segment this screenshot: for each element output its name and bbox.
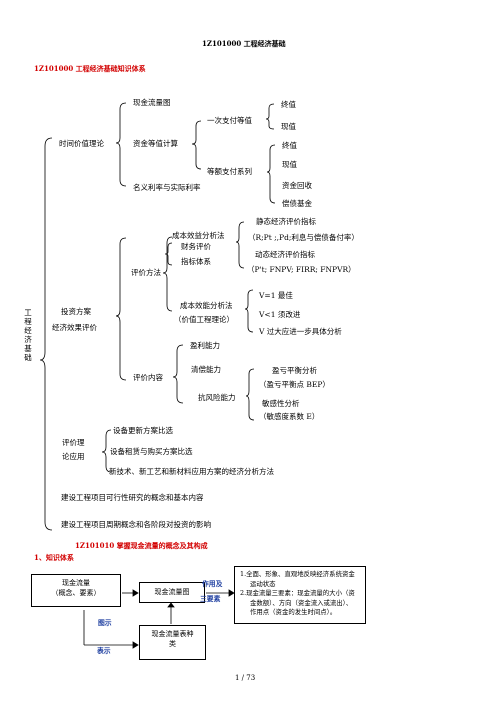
arrow-head-3 bbox=[132, 641, 139, 649]
profitability-item: 盈利能力 bbox=[190, 341, 220, 350]
v-eq-1-item: V=1 最佳 bbox=[259, 291, 293, 300]
single-fv-item: 终值 bbox=[281, 100, 296, 109]
cost-benefit-brace bbox=[164, 242, 173, 266]
uniform-series-item: 等额支付系列 bbox=[207, 167, 252, 176]
table-label: 表示 bbox=[97, 647, 111, 655]
content-brace bbox=[172, 344, 184, 404]
evaluation-label-1: 投资方案 bbox=[61, 307, 91, 316]
single-payment-item: 一次支付等值 bbox=[207, 116, 252, 125]
series-brace bbox=[266, 144, 276, 204]
application-label-1: 评价理 bbox=[62, 438, 85, 447]
dynamic-indicators-item: 动态经济评价指标 bbox=[255, 250, 315, 259]
feasibility-item: 建设工程项目可行性研究的概念和基本内容 bbox=[61, 493, 204, 502]
cash-flow-chart-item: 现金流量图 bbox=[133, 98, 171, 107]
v-lt-1-item: V<1 须改进 bbox=[259, 310, 301, 319]
subsection-heading: 1Z101010 掌握现金流量的概念及其构成 bbox=[75, 541, 208, 550]
static-detail-item: （R;Pt ;,Pd;利息与偿债备付率） bbox=[248, 233, 359, 242]
sensitivity-coef-item: （敏感度系数 E） bbox=[259, 412, 320, 421]
evaluation-brace bbox=[115, 237, 127, 381]
sinking-fund-item: 偿债基金 bbox=[282, 199, 312, 208]
root-brace bbox=[39, 137, 53, 531]
equivalence-brace bbox=[191, 120, 202, 170]
arrow-head-4 bbox=[167, 602, 175, 608]
cost-benefit-item: 成本效益分析法 bbox=[172, 231, 225, 240]
bep-item: （盈亏平衡点 BEP） bbox=[259, 380, 330, 389]
cash-flow-table-box: 现金流量表种 类 bbox=[139, 625, 206, 660]
equipment-leasing-item: 设备租赁与购买方案比选 bbox=[110, 447, 193, 456]
three-elements-label: 三要素 bbox=[200, 595, 221, 603]
application-brace bbox=[101, 429, 112, 473]
tvm-label: 时间价值理论 bbox=[59, 139, 104, 148]
dynamic-detail-item: （P't; FNPV; FIRR; FNPVR） bbox=[247, 265, 356, 274]
risk-brace bbox=[245, 368, 255, 421]
cash-flow-box: 现金流量 （概念、要素） bbox=[31, 574, 121, 607]
page-header: 1Z101000 工程经济基础 bbox=[202, 39, 286, 48]
cash-flow-chart-box: 现金流量图 bbox=[139, 582, 205, 603]
evaluation-label-2: 经济效果评价 bbox=[52, 323, 97, 332]
financial-eval-item: 财务评价 bbox=[181, 242, 211, 251]
arrow-head-1 bbox=[132, 589, 139, 597]
chart-label: 图示 bbox=[98, 619, 112, 627]
root-label: 工 程 经 济 基 础 bbox=[24, 308, 32, 362]
arrow-head-2 bbox=[228, 589, 235, 597]
single-payment-brace bbox=[265, 103, 275, 130]
static-indicators-item: 静态经济评价指标 bbox=[256, 217, 316, 226]
indicator-system-item: 指标体系 bbox=[181, 257, 211, 266]
lifecycle-item: 建设工程项目周期概念和各阶段对投资的影响 bbox=[61, 520, 211, 529]
series-pv-item: 现值 bbox=[282, 160, 297, 169]
content-item: 评价内容 bbox=[133, 373, 163, 382]
cash-flow-notes-box: 1.全面、形象、直观地反映经济系统资金 运动状态 2.现金流量三要素：现金流量的… bbox=[234, 566, 366, 624]
new-tech-item: 新技术、新工艺和新材料应用方案的经济分析方法 bbox=[109, 467, 274, 476]
solvency-item: 清偿能力 bbox=[191, 365, 221, 374]
value-brace bbox=[244, 289, 254, 333]
indicators-brace bbox=[235, 221, 245, 269]
breakeven-item: 盈亏平衡分析 bbox=[272, 366, 317, 375]
tvm-brace bbox=[115, 102, 127, 187]
value-engineering-item: （价值工程理论） bbox=[174, 315, 234, 324]
cost-effectiveness-item: 成本效能分析法 bbox=[180, 301, 233, 310]
sensitivity-item: 敏感性分析 bbox=[262, 399, 300, 408]
function-label: 作用及 bbox=[202, 580, 223, 588]
capital-recovery-item: 资金回收 bbox=[282, 181, 312, 190]
single-pv-item: 现值 bbox=[281, 122, 296, 131]
methods-item: 评价方法 bbox=[131, 268, 161, 277]
equipment-renewal-item: 设备更新方案比选 bbox=[113, 426, 173, 435]
series-fv-item: 终值 bbox=[282, 141, 297, 150]
application-label-2: 论应用 bbox=[62, 452, 85, 461]
equivalence-calc-item: 资金等值计算 bbox=[133, 139, 178, 148]
nominal-real-rate-item: 名义利率与实际利率 bbox=[133, 183, 201, 192]
risk-resistance-item: 抗风险能力 bbox=[198, 393, 236, 402]
page-number: 1 / 73 bbox=[235, 674, 256, 682]
section-heading: 1Z101000 工程经济基础知识体系 bbox=[34, 64, 146, 73]
methods-brace bbox=[162, 236, 173, 312]
v-gt-1-item: V 过大应进一步具体分析 bbox=[259, 327, 342, 336]
knowledge-system-heading: 1、知识体系 bbox=[34, 553, 74, 562]
